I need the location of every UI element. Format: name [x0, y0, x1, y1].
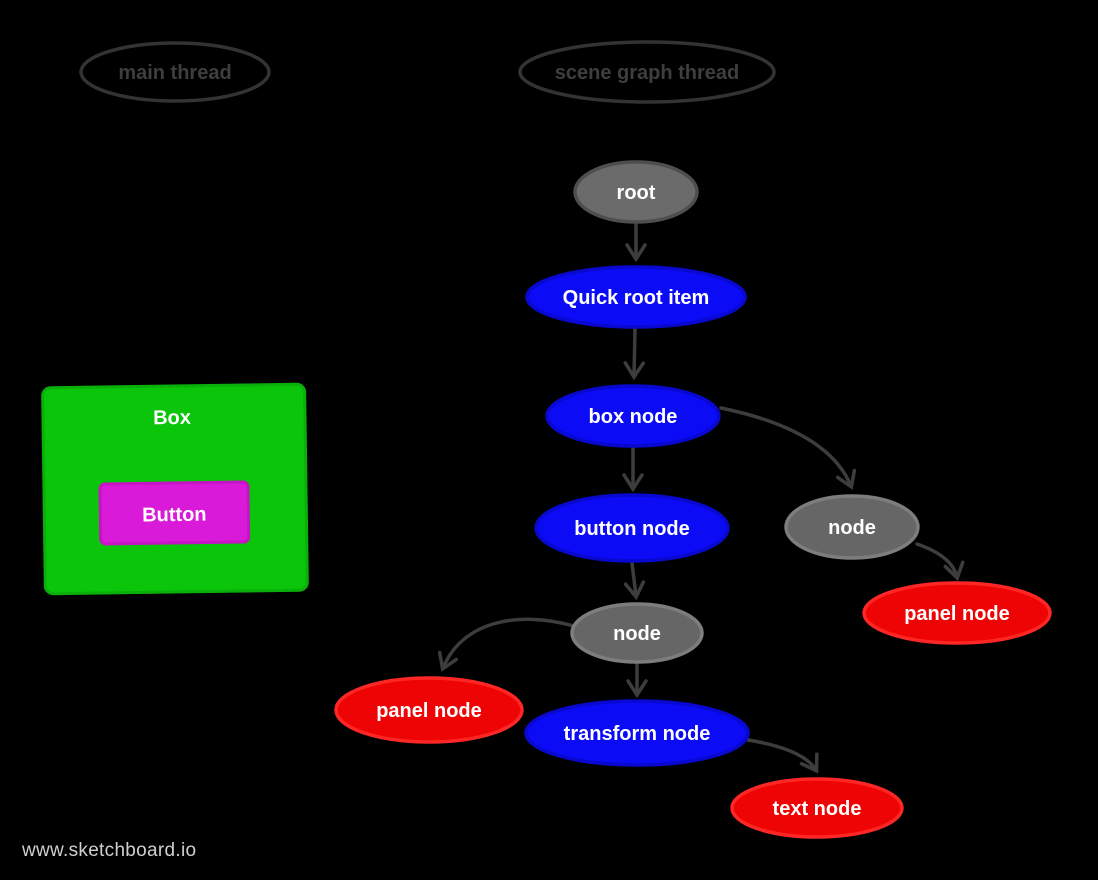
- node-panel-left-label: panel node: [376, 700, 482, 722]
- edge-quick-root-item-to-box-node[interactable]: [623, 327, 646, 381]
- node-text-label: text node: [773, 798, 862, 820]
- watermark-link: www.sketchboard.io: [21, 840, 196, 861]
- node-root-shape[interactable]: [573, 160, 699, 224]
- node-panel-right: panel node: [862, 581, 1052, 645]
- node-mid-shape[interactable]: [570, 602, 704, 664]
- node-root: root: [573, 160, 699, 224]
- edge-mid-node-to-left-panel-node[interactable]: [437, 617, 576, 672]
- edge-box-node-to-right-node[interactable]: [719, 406, 857, 490]
- main-thread-shape: main thread: [79, 41, 271, 103]
- node-quick-root-item-label: Quick root item: [563, 287, 710, 309]
- node-button-node: button node: [534, 493, 730, 563]
- node-text-shape[interactable]: [730, 777, 904, 839]
- node-button-node-label: button node: [574, 518, 690, 540]
- scene-graph-thread-shape: scene graph thread: [518, 40, 776, 104]
- node-root-label: root: [617, 182, 656, 204]
- box-preview-label: Box: [153, 407, 191, 430]
- edge-transform-node-to-text-node[interactable]: [746, 738, 819, 774]
- main-thread-ellipse[interactable]: [79, 41, 271, 103]
- scene-graph-thread-label: scene graph thread: [555, 62, 740, 84]
- node-transform: transform node: [524, 699, 750, 767]
- node-text: text node: [730, 777, 904, 839]
- node-panel-left: panel node: [334, 676, 524, 744]
- box-preview: Box Button: [41, 382, 309, 596]
- node-quick-root-item-shape[interactable]: [525, 265, 747, 329]
- node-panel-left-shape[interactable]: [334, 676, 524, 744]
- scene-graph-thread-ellipse[interactable]: [518, 40, 776, 104]
- node-right-label: node: [828, 517, 876, 539]
- node-box-node-shape[interactable]: [545, 384, 721, 448]
- node-right-shape[interactable]: [784, 494, 920, 560]
- node-panel-right-label: panel node: [904, 603, 1010, 625]
- node-panel-right-shape[interactable]: [862, 581, 1052, 645]
- button-preview-label: Button: [142, 504, 207, 527]
- node-mid: node: [570, 602, 704, 664]
- main-thread-label: main thread: [118, 62, 231, 84]
- edge-button-node-to-mid-node[interactable]: [623, 561, 646, 601]
- node-box-node-label: box node: [589, 406, 678, 428]
- node-transform-label: transform node: [564, 723, 711, 745]
- button-preview-rect[interactable]: [98, 480, 251, 546]
- node-mid-label: node: [613, 623, 661, 645]
- node-right: node: [784, 494, 920, 560]
- node-button-node-shape[interactable]: [534, 493, 730, 563]
- node-quick-root-item: Quick root item: [525, 265, 747, 329]
- node-box-node: box node: [545, 384, 721, 448]
- edge-right-node-to-right-panel-node[interactable]: [915, 542, 965, 582]
- node-transform-shape[interactable]: [524, 699, 750, 767]
